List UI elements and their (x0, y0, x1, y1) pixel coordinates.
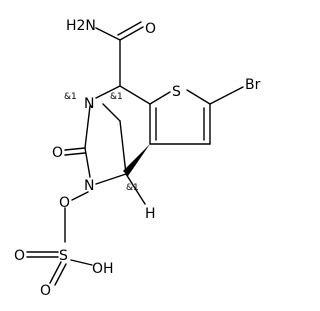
atom-sulfate-n: N (84, 178, 94, 194)
chemical-structure-diagram: H2N O S Br N O N O S O O OH H &1 &1 &1 (14, 18, 261, 299)
atom-amide-n: H2N (66, 18, 96, 34)
bond-c7-o-1 (64, 147, 86, 151)
wedge-c7a-c5 (123, 144, 150, 176)
atom-sulfur: S (59, 248, 68, 264)
atom-s-o-left: O (14, 248, 25, 264)
bond-bridge-n-c7 (84, 105, 91, 149)
bond-c3a-s (149, 91, 171, 105)
bond-c5-sulfate-n (95, 173, 127, 185)
bond-c2-br (209, 86, 244, 105)
bond-amide-c-n (95, 27, 121, 41)
atom-amide-o: O (145, 21, 156, 37)
bond-c1-bridge-n (95, 85, 121, 99)
atom-br: Br (245, 77, 261, 93)
bond-ch2-c5 (119, 120, 127, 175)
bond-s-o-bottom-1 (49, 261, 62, 284)
bond-bridge-n-ch2 (102, 103, 121, 122)
bond-s-oh (70, 259, 93, 266)
atom-bridge-n: N (84, 96, 94, 112)
bond-c7-o-2 (64, 152, 86, 156)
atom-s-oh: OH (92, 261, 114, 277)
bond-c5-h (125, 173, 146, 205)
bond-s-o-bottom-2 (54, 263, 67, 286)
bond-sulfate-n-o (71, 191, 89, 201)
atom-s-o-bottom: O (40, 283, 51, 299)
bond-s-c2 (186, 89, 211, 105)
bond-c1-c3a (119, 85, 151, 105)
bond-c7-sulfate-n (84, 147, 91, 178)
atom-h: H (145, 206, 156, 222)
stereo-label-c-top: &1 (110, 92, 123, 102)
atom-thiophene-s: S (172, 84, 181, 100)
bond-amide-c-o-1 (119, 26, 144, 41)
structure-svg: H2N O S Br N O N O S O O OH H &1 &1 &1 (14, 18, 261, 299)
atom-carbonyl-o: O (52, 145, 63, 161)
bond-amide-c-o-2 (117, 21, 142, 36)
stereo-label-bridge-n: &1 (64, 92, 77, 102)
stereo-label-c-bottom: &1 (126, 183, 139, 193)
atom-ester-o: O (59, 195, 70, 211)
